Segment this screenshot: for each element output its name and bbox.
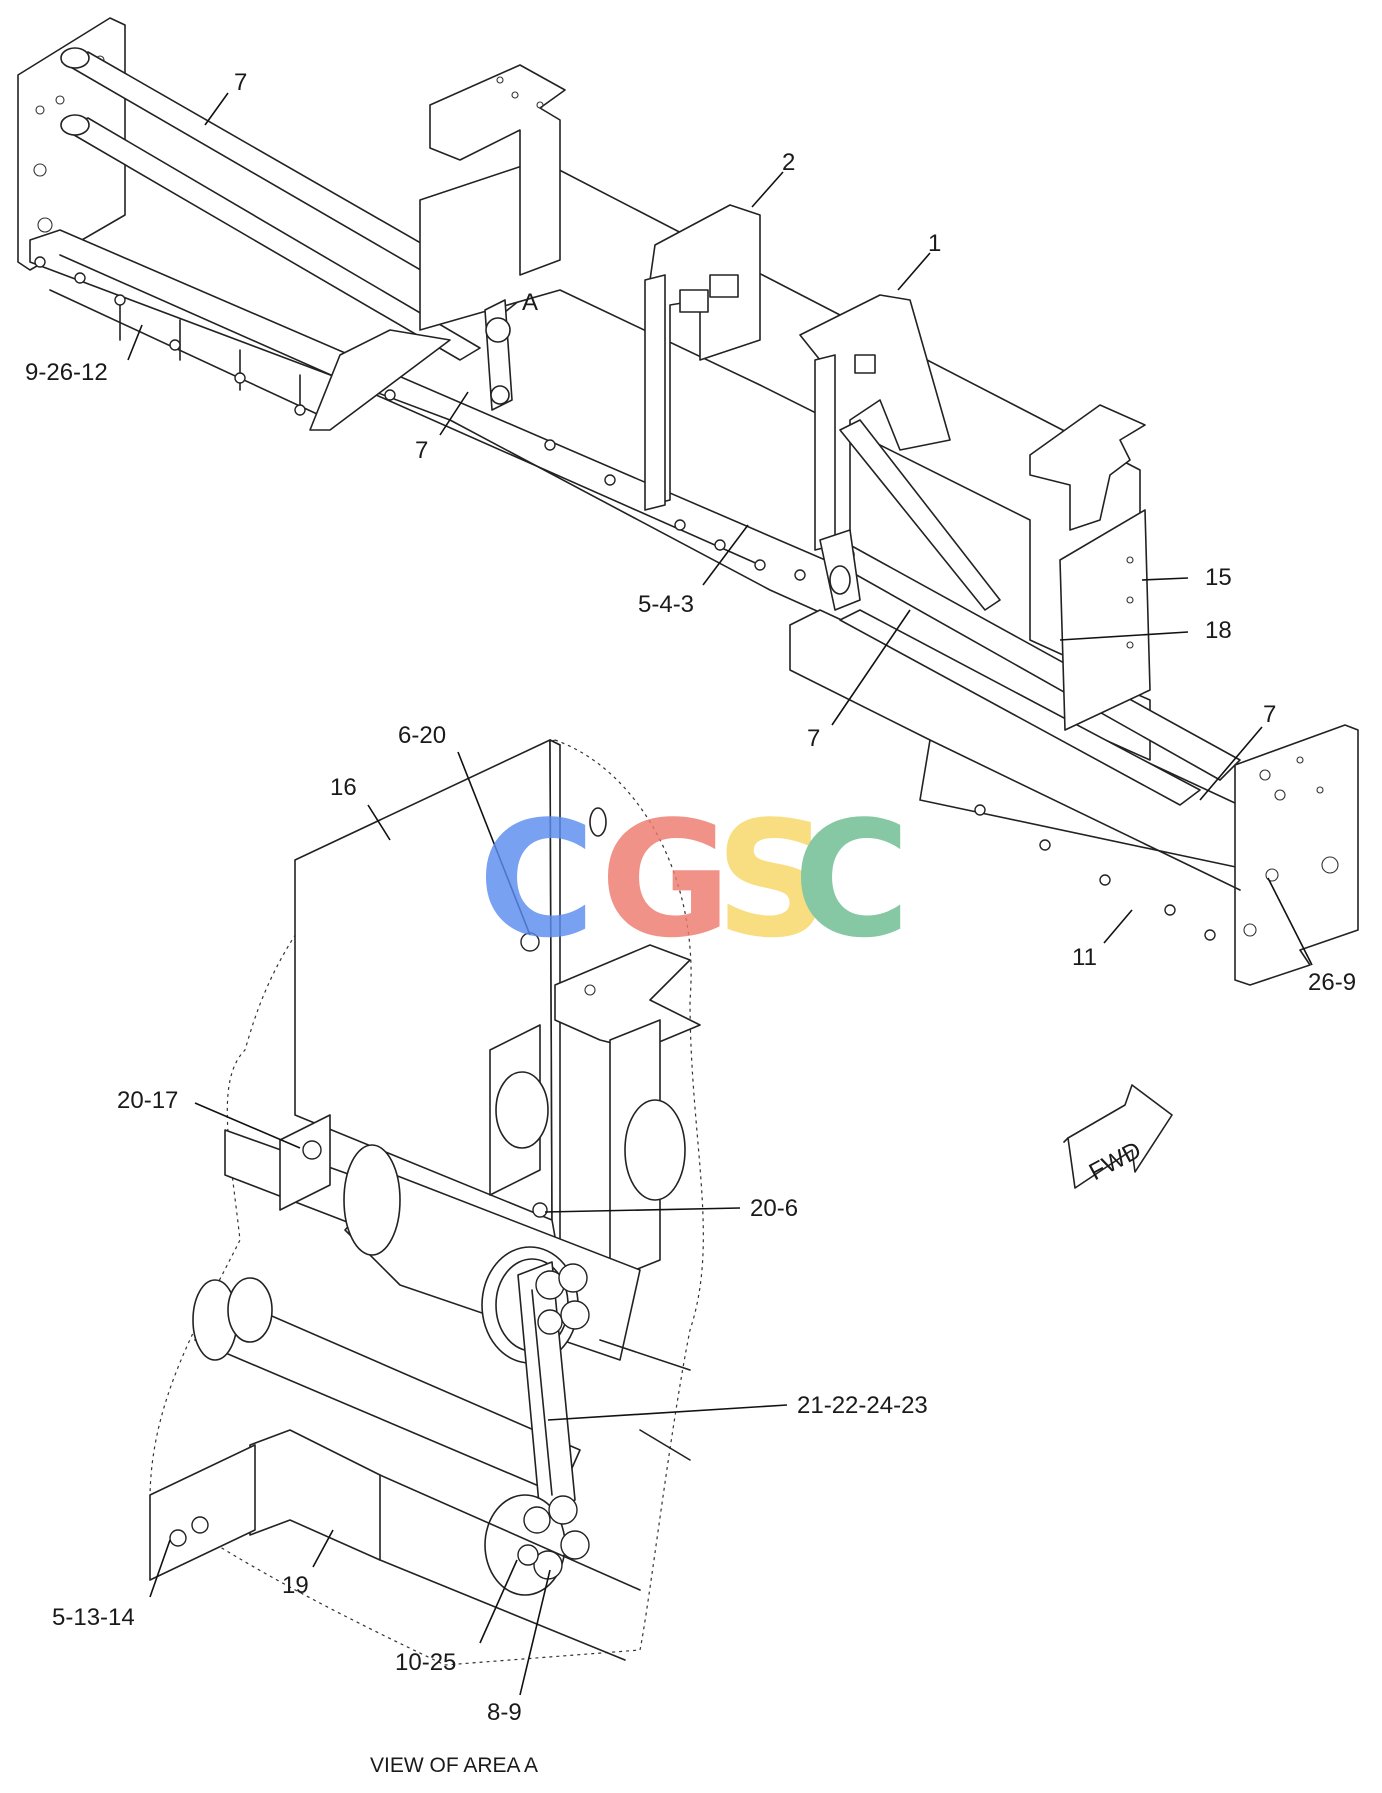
watermark-letter-g: G (600, 786, 731, 973)
top-bracket (429, 64, 566, 276)
callout-1: 1 (928, 230, 941, 257)
slotted-bracket (554, 944, 701, 1051)
lower-frame-member (249, 1429, 381, 1561)
bracket-20-17 (279, 1114, 331, 1211)
watermark-logo: C G S C (478, 786, 910, 973)
callout-labels: 7 2 1 9-26-12 7 5-4-3 15 18 7 7 11 26-9 … (25, 69, 1356, 1726)
forward-direction-arrow: FWD (1063, 1084, 1173, 1189)
detail-view-boundary (149, 739, 704, 1666)
leader-lines (127, 92, 1313, 1696)
callout-19: 19 (282, 1572, 309, 1599)
callout-7-mid: 7 (415, 437, 428, 464)
callout-8-9: 8-9 (487, 1699, 522, 1726)
callout-11: 11 (1072, 944, 1097, 971)
detail-view-area-a (149, 739, 704, 1666)
callout-16: 16 (330, 774, 357, 801)
callout-20-6: 20-6 (750, 1195, 798, 1222)
callout-18: 18 (1205, 617, 1232, 644)
watermark-letter-c2: C (793, 786, 910, 973)
callout-5-13-14: 5-13-14 (52, 1604, 135, 1631)
right-top-bracket (1029, 404, 1146, 531)
callout-20-17: 20-17 (117, 1087, 178, 1114)
callout-21-22-24-23: 21-22-24-23 (797, 1392, 928, 1419)
side-plate-15 (1059, 509, 1151, 731)
callout-7-right: 7 (1263, 701, 1276, 728)
callout-26-9: 26-9 (1308, 969, 1356, 996)
link-bar (517, 1261, 576, 1516)
callout-6-20: 6-20 (398, 722, 446, 749)
callout-2: 2 (782, 149, 795, 176)
callout-5-4-3: 5-4-3 (638, 591, 694, 618)
area-marker-a: A (522, 289, 538, 316)
callout-7-lower: 7 (807, 725, 820, 752)
callout-9-26-12: 9-26-12 (25, 359, 108, 386)
view-caption: VIEW OF AREA A (370, 1754, 538, 1777)
callout-15: 15 (1205, 564, 1232, 591)
watermark-letter-c1: C (478, 786, 595, 973)
callout-7-top: 7 (234, 69, 247, 96)
right-end-plate (1234, 724, 1359, 986)
watermark-letter-s: S (715, 786, 830, 973)
main-frame-assembly (17, 17, 1359, 986)
callout-10-25: 10-25 (395, 1649, 456, 1676)
